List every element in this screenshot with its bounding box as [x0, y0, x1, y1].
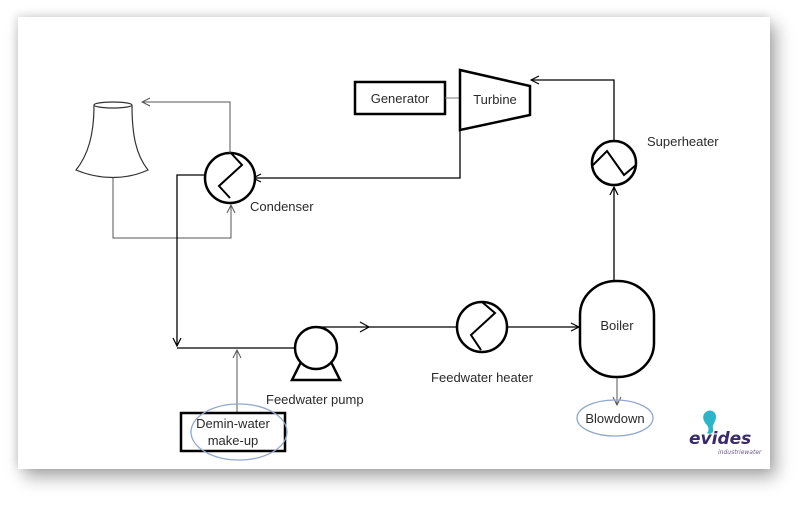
condenser: Condenser	[203, 151, 314, 214]
feedwater-pump: Feedwater pump	[266, 325, 364, 407]
generator-label: Generator	[371, 91, 430, 106]
condenser-label: Condenser	[250, 199, 314, 214]
logo-brand: evides	[689, 429, 751, 449]
makeup-label-2: make-up	[208, 433, 259, 448]
logo-subtitle: industriewater	[718, 449, 762, 456]
flow-arrow	[359, 321, 371, 333]
makeup-label-1: Demin-water	[196, 416, 270, 431]
feedwater-pump-label: Feedwater pump	[266, 392, 364, 407]
blowdown: Blowdown	[576, 399, 654, 437]
boiler: Boiler	[578, 279, 656, 379]
line-condenser-outlet	[177, 174, 205, 346]
feedwater-heater: Feedwater heater	[431, 300, 534, 385]
turbine-label: Turbine	[473, 92, 517, 107]
superheater-label: Superheater	[647, 134, 719, 149]
line-coolingtower-condenser	[112, 175, 231, 239]
cooling-tower-icon	[75, 101, 149, 179]
feedwater-heater-label: Feedwater heater	[431, 370, 534, 385]
steam-line-superheater-turbine	[531, 80, 615, 145]
blowdown-label: Blowdown	[585, 411, 644, 426]
evides-logo: evides industriewater	[689, 410, 762, 456]
generator-block: Generator	[353, 80, 447, 116]
seahorse-icon	[703, 410, 716, 434]
line-condenser-coolingtower	[142, 102, 231, 153]
superheater: Superheater	[590, 134, 719, 187]
demin-water-makeup: Demin-water make-up	[179, 403, 288, 461]
turbine-block: Turbine	[458, 68, 532, 132]
boiler-label: Boiler	[600, 318, 634, 333]
line-turbine-condenser	[253, 130, 461, 178]
